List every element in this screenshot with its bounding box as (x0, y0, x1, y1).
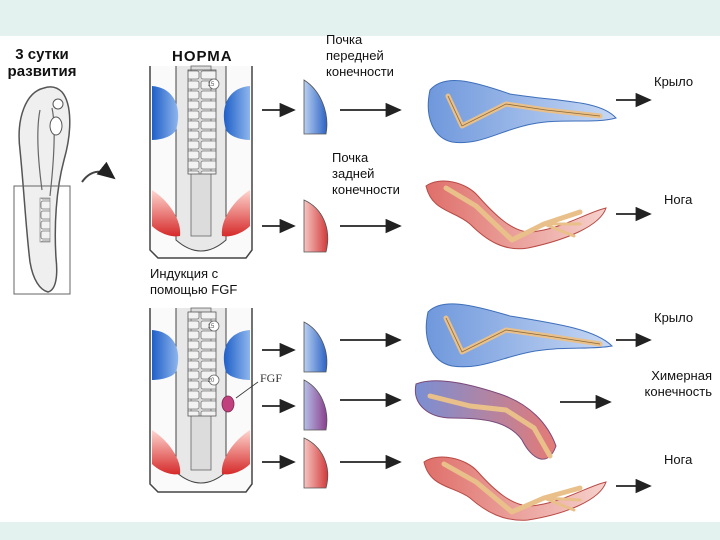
induction-label: Индукция с помощью FGF (150, 266, 238, 297)
chimeric-limb-illustration (414, 380, 557, 460)
wing-illustration-bottom (425, 303, 614, 368)
forelimb-field-normal (152, 86, 179, 140)
wing-label-top: Крыло (654, 74, 694, 89)
leg-illustration-top (425, 180, 607, 250)
leg-label-bottom: Нога (664, 452, 693, 467)
leg-illustration-bottom (423, 456, 607, 521)
trunk-fgf (149, 307, 253, 493)
embryo-illustration (13, 86, 71, 295)
hindlimb-field-fgf (152, 430, 181, 475)
stage-label: 3 сутки развития (7, 46, 77, 80)
chimeric-label: Химерная конечность (644, 368, 712, 399)
fgf-pointer (235, 381, 259, 399)
hindlimb-bud-normal (303, 199, 329, 253)
forelimb-bud-fgf (303, 321, 328, 373)
leg-label-top: Нога (664, 192, 693, 207)
wing-illustration-top (427, 79, 617, 144)
top-band (0, 0, 720, 36)
somite-15-bottom: 15 (208, 324, 215, 330)
somite-15-top: 15 (208, 82, 215, 88)
fgf-label: FGF (260, 371, 282, 385)
trunk-normal (149, 65, 253, 259)
forelimb-bud-normal (303, 79, 328, 135)
norm-label: НОРМА (172, 48, 233, 65)
forelimb-field-fgf (152, 330, 179, 380)
somite-20-bottom: 20 (208, 378, 215, 384)
hindlimb-bud-label: Почка задней конечности (332, 150, 400, 197)
bottom-band (0, 522, 720, 540)
hindlimb-field-normal (152, 190, 181, 237)
hindlimb-bud-fgf (303, 437, 329, 489)
wing-label-bottom: Крыло (654, 310, 694, 325)
zoom-arrow (81, 161, 116, 183)
forelimb-bud-label: Почка передней конечности (326, 32, 394, 79)
chimeric-bud (303, 379, 328, 431)
fgf-bead (221, 395, 235, 413)
